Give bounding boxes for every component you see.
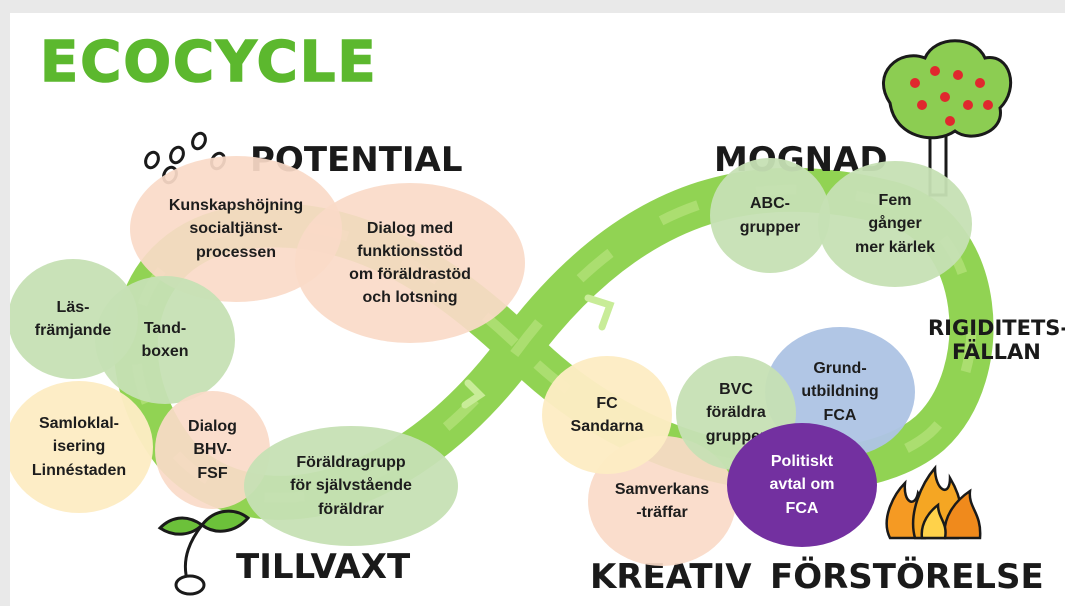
bubble-abc-grupper: ABC- grupper — [710, 158, 830, 273]
bubble-dialog-funktionsstod: Dialog med funktionsstöd om föräldrastöd… — [295, 183, 525, 343]
chevron-right-icon — [461, 379, 486, 409]
bubble-lasframjande: Läs- främjande — [10, 259, 138, 379]
chevron-right-icon — [584, 294, 615, 331]
ecocycle-canvas: ECOCYCLE POTENTIAL MOGNAD — [10, 13, 1065, 606]
bubble-samloklalisering: Samloklal- isering Linnéstaden — [10, 381, 153, 513]
phase-label-tillvaxt: TILLVAXT — [236, 547, 411, 587]
bubble-fc-sandarna: FC Sandarna — [542, 356, 672, 474]
trap-label-line1: RIGIDITETS- — [928, 316, 1065, 340]
diagram-title: ECOCYCLE — [40, 30, 378, 95]
fire-icon — [885, 464, 982, 540]
bubble-dialog-bhv-fsf: Dialog BHV- FSF — [155, 391, 270, 509]
apple-tree-icon — [882, 39, 1013, 197]
trap-label-line2: FÄLLAN — [952, 339, 1041, 364]
bubble-foraldragrupp: Föräldragrupp för självstående föräldrar — [244, 426, 458, 546]
bubble-politiskt-avtal: Politiskt avtal om FCA — [727, 423, 877, 547]
phase-label-forstorelse: FÖRSTÖRELSE — [770, 556, 1044, 597]
sprout-icon — [157, 509, 251, 596]
bubble-fem-ganger: Fem gånger mer kärlek — [818, 161, 972, 287]
